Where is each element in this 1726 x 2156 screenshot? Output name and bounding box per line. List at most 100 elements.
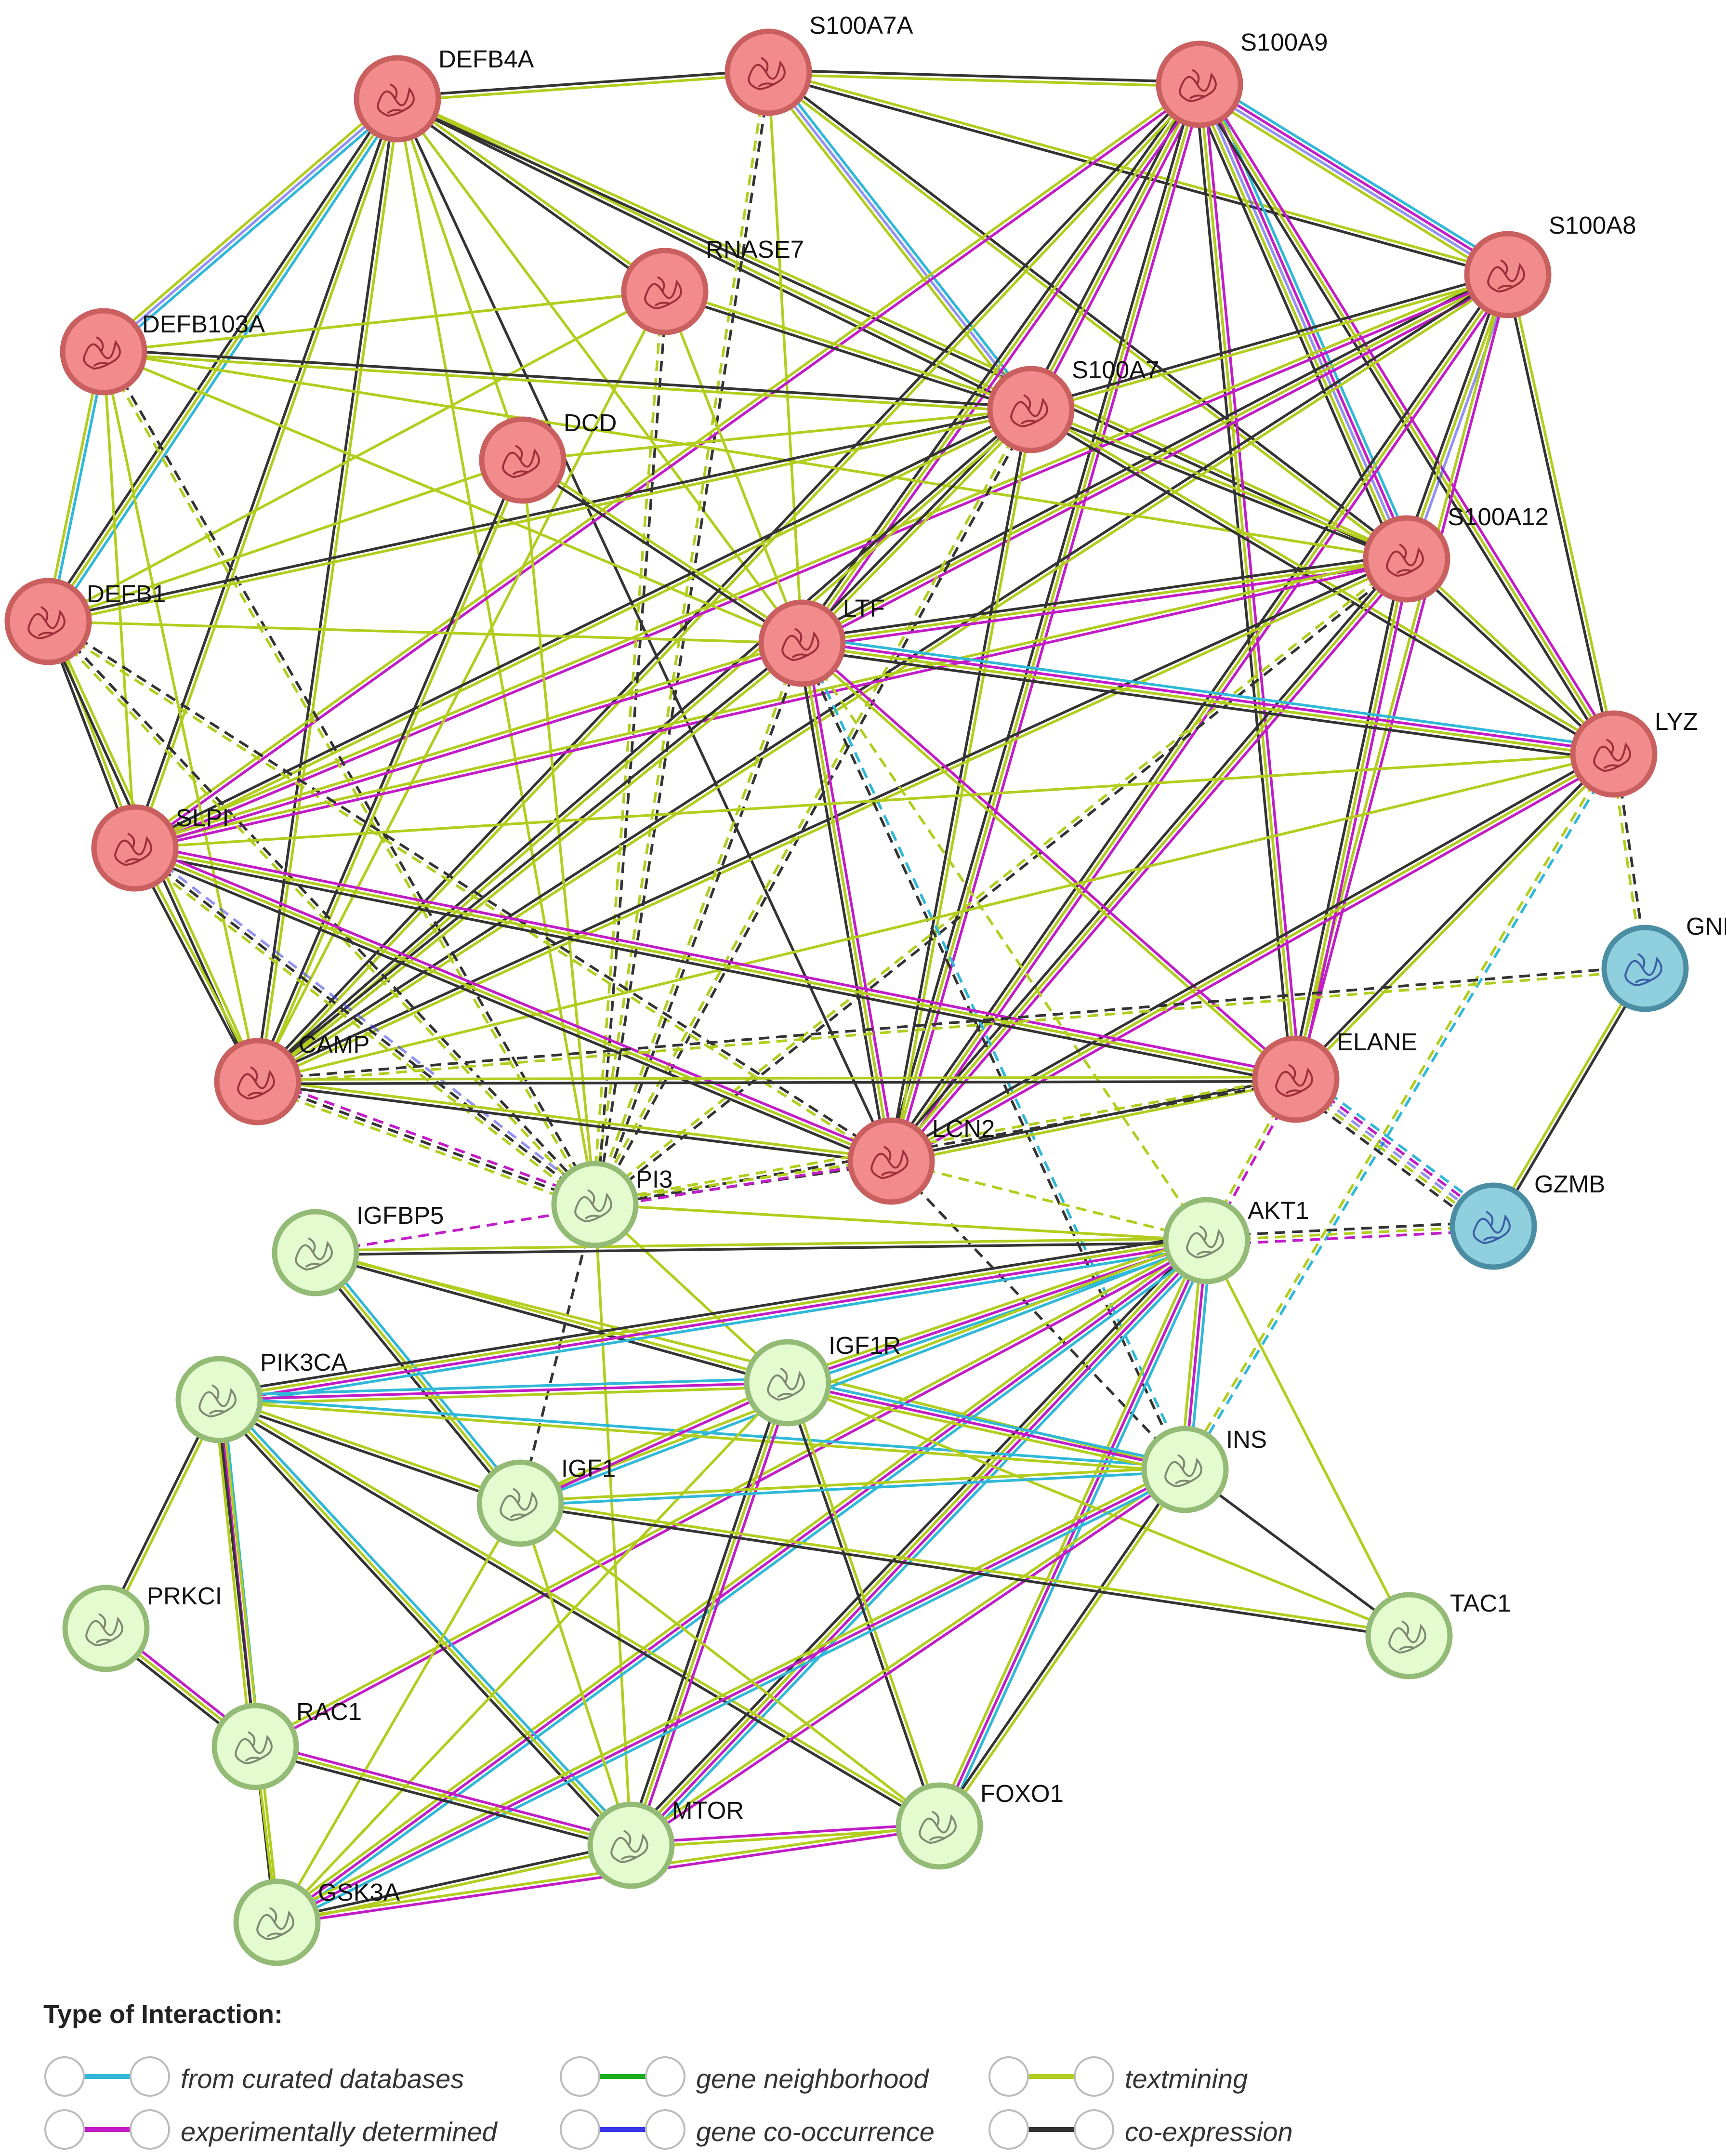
edge-line-textmining — [100, 94, 395, 350]
node-circle[interactable] — [476, 1459, 564, 1547]
edge-line-coexpression — [797, 81, 1197, 642]
node-circle[interactable] — [1464, 231, 1552, 318]
edge-line-textmining — [1031, 275, 1509, 413]
node-ins[interactable]: INS — [1141, 1426, 1267, 1513]
node-gzmb[interactable]: GZMB — [1449, 1170, 1605, 1270]
node-circle[interactable] — [62, 1585, 150, 1672]
node-circle[interactable] — [987, 366, 1075, 453]
node-circle[interactable] — [1141, 1426, 1229, 1513]
node-foxo1[interactable]: FOXO1 — [896, 1780, 1064, 1870]
protein-structure-icon — [1010, 394, 1048, 428]
edge-line-coexpression — [801, 553, 1407, 640]
node-rac1[interactable]: RAC1 — [211, 1698, 362, 1790]
node-circle[interactable] — [725, 28, 812, 116]
node-lyz[interactable]: LYZ — [1570, 708, 1698, 798]
edge-line-coexpression — [397, 68, 768, 98]
node-s100a12[interactable]: S100A12 — [1363, 503, 1549, 603]
edge-defb103a-ltf — [103, 350, 803, 645]
node-defb1[interactable]: DEFB1 — [4, 578, 166, 665]
node-circle[interactable] — [211, 1703, 299, 1790]
edge-line-curated — [803, 635, 1615, 749]
node-circle[interactable] — [1449, 1182, 1537, 1270]
node-gsk3a[interactable]: GSK3A — [233, 1878, 400, 1966]
node-camp[interactable]: CAMP — [214, 1031, 369, 1125]
edge-line-coexpression — [257, 1080, 595, 1206]
node-circle[interactable] — [214, 1038, 302, 1125]
node-circle[interactable] — [1156, 40, 1243, 128]
node-circle[interactable] — [744, 1339, 831, 1427]
edge-line-textmining — [663, 291, 804, 644]
node-circle[interactable] — [233, 1878, 321, 1966]
node-circle[interactable] — [91, 804, 179, 892]
edge-line-textmining — [519, 1379, 788, 1503]
node-igfbp5[interactable]: IGFBP5 — [272, 1202, 444, 1296]
node-prkci[interactable]: PRKCI — [62, 1582, 222, 1672]
edge-defb4a-s100a7a — [397, 68, 769, 103]
edge-line-textmining — [220, 1399, 281, 1922]
node-circle[interactable] — [60, 308, 147, 396]
node-circle[interactable] — [272, 1209, 359, 1296]
node-igf1[interactable]: IGF1 — [476, 1455, 616, 1547]
node-circle[interactable] — [621, 248, 709, 335]
edge-line-curated — [1202, 78, 1512, 270]
edge-rnase7-s100a7 — [663, 288, 1032, 413]
node-elane[interactable]: ELANE — [1252, 1028, 1417, 1123]
node-pik3ca[interactable]: PIK3CA — [175, 1349, 347, 1443]
node-lcn2[interactable]: LCN2 — [847, 1115, 995, 1205]
node-circle[interactable] — [847, 1117, 935, 1205]
node-dcd[interactable]: DCD — [479, 409, 617, 504]
node-label: DEFB1 — [87, 580, 166, 608]
node-s100a7[interactable]: S100A7 — [987, 356, 1159, 453]
node-circle[interactable] — [1601, 925, 1689, 1012]
node-circle[interactable] — [758, 599, 846, 687]
edge-line-coexpression — [625, 1381, 785, 1844]
node-circle[interactable] — [354, 55, 441, 143]
node-gnly[interactable]: GNLY — [1601, 913, 1726, 1012]
node-tac1[interactable]: TAC1 — [1365, 1589, 1511, 1680]
node-s100a8[interactable]: S100A8 — [1464, 212, 1636, 318]
edge-s100a7-dcd — [522, 408, 1031, 462]
edge-line-textmining — [1206, 1225, 1494, 1242]
node-pi3[interactable]: PI3 — [551, 1161, 673, 1248]
edge-line-textmining — [1490, 966, 1645, 1226]
edge-line-curated — [788, 1377, 1186, 1467]
node-circle[interactable] — [4, 578, 92, 665]
edge-line-textmining — [1407, 556, 1616, 754]
node-circle[interactable] — [1363, 515, 1450, 603]
node-circle[interactable] — [1252, 1035, 1340, 1123]
edge-line-coexpression — [890, 1160, 1186, 1470]
node-slpi[interactable]: SLPI — [91, 804, 229, 892]
edge-line-textmining — [103, 290, 665, 353]
node-circle[interactable] — [551, 1161, 639, 1248]
edge-akt1-mtor — [625, 1235, 1212, 1851]
edge-gzmb-akt1 — [1206, 1220, 1494, 1246]
edge-line-curated — [49, 352, 107, 622]
node-akt1[interactable]: AKT1 — [1163, 1197, 1309, 1284]
node-rnase7[interactable]: RNASE7 — [621, 236, 804, 335]
node-mtor[interactable]: MTOR — [587, 1797, 744, 1889]
legend-item-neighborhood: gene neighborhood — [559, 2052, 929, 2101]
node-circle[interactable] — [479, 416, 567, 504]
node-defb4a[interactable]: DEFB4A — [354, 45, 534, 143]
edge-s100a7-camp — [255, 407, 1033, 1085]
edge-rac1-mtor — [254, 1741, 632, 1851]
node-circle[interactable] — [1365, 1592, 1453, 1680]
node-s100a7a[interactable]: S100A7A — [725, 12, 913, 116]
node-igf1r[interactable]: IGF1R — [744, 1332, 901, 1427]
edge-defb4a-dcd — [396, 98, 524, 461]
node-circle[interactable] — [587, 1801, 675, 1889]
edge-line-experimental — [520, 1383, 789, 1507]
edge-line-textmining — [274, 1464, 1184, 1920]
node-ltf[interactable]: LTF — [758, 595, 885, 687]
edge-s100a8-s100a12 — [1401, 273, 1514, 561]
node-circle[interactable] — [896, 1782, 983, 1870]
node-s100a9[interactable]: S100A9 — [1156, 28, 1328, 128]
node-defb103a[interactable]: DEFB103A — [60, 308, 265, 396]
node-circle[interactable] — [1163, 1197, 1251, 1284]
edge-ins-tac1 — [1184, 1468, 1410, 1637]
edge-line-textmining — [890, 753, 1615, 1163]
edge-igf1r-igf1 — [519, 1379, 789, 1507]
node-circle[interactable] — [175, 1356, 263, 1443]
node-circle[interactable] — [1570, 710, 1658, 798]
